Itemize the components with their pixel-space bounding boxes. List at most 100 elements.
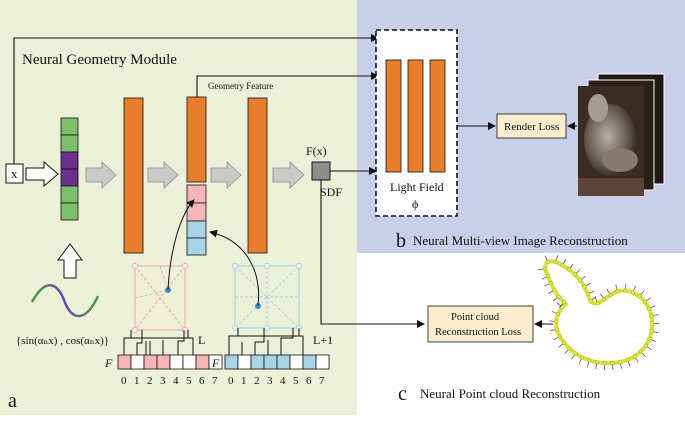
grid-l1-to-features-arrow: [209, 229, 260, 307]
light-field-layer-2: [407, 59, 424, 173]
point-cloud-point: [595, 301, 600, 306]
hash-table-l-indices: 0 1 2 3 4 5 6 7: [121, 375, 218, 387]
point-cloud-point: [572, 272, 578, 277]
svg-text:1: 1: [241, 375, 247, 387]
level-l-bracket: [123, 330, 194, 355]
point-cloud-point: [637, 294, 642, 299]
hash-table-l1: [224, 354, 330, 370]
point-cloud-point: [545, 260, 550, 265]
point-cloud-point: [649, 329, 654, 334]
point-cloud-point: [580, 355, 585, 360]
svg-text:5: 5: [186, 375, 192, 387]
point-cloud-point: [587, 358, 592, 363]
point-cloud-point: [649, 313, 654, 318]
point-cloud-point: [573, 351, 578, 356]
pointcloud-loss-line1: Point cloud: [451, 312, 500, 323]
point-cloud-point: [554, 319, 559, 324]
point-cloud-point: [643, 343, 648, 348]
svg-text:0: 0: [228, 375, 234, 387]
pointcloud-bunny: [538, 255, 660, 371]
svg-text:2: 2: [147, 375, 153, 387]
level-l1-label: L+1: [313, 333, 333, 347]
encoding-block-arrow: [25, 160, 59, 188]
svg-text:4: 4: [280, 375, 286, 387]
svg-text:5: 5: [293, 375, 299, 387]
point-cloud-point: [588, 298, 593, 304]
panel-a-letter: a: [8, 390, 17, 412]
svg-text:3: 3: [267, 375, 273, 387]
point-cloud-point: [554, 327, 559, 332]
point-cloud-point: [543, 266, 548, 271]
light-field-layer-1: [385, 59, 402, 173]
sdf-label: SDF: [320, 185, 342, 199]
light-field-layer-3: [429, 59, 446, 173]
panel-c-title: Neural Point cloud Reconstruction: [420, 386, 601, 401]
point-cloud-point: [560, 305, 565, 310]
point-cloud-point: [548, 281, 554, 286]
pointcloud-loss-line2: Reconstruction Loss: [435, 327, 521, 338]
geometry-feature-arrow: [196, 72, 379, 97]
point-cloud-point: [562, 340, 567, 345]
svg-text:6: 6: [199, 375, 205, 387]
point-cloud-point: [552, 288, 557, 293]
mlp-layer-3: [247, 97, 268, 254]
point-cloud-point: [557, 334, 562, 339]
sdf-value-label: F(x): [306, 144, 327, 158]
multiview-images: [578, 73, 665, 196]
geometry-feature-label: Geometry Feature: [208, 81, 273, 91]
point-cloud-point: [647, 336, 652, 341]
encoding-formula: {sin(αₙx) , cos(αₙx)}: [16, 335, 109, 347]
point-cloud-point: [630, 290, 635, 295]
svg-text:3: 3: [160, 375, 166, 387]
point-cloud-point: [602, 361, 607, 366]
sine-wave-icon: [30, 284, 100, 318]
point-cloud-point: [608, 292, 613, 297]
point-cloud-point: [567, 346, 572, 351]
svg-text:0: 0: [121, 375, 127, 387]
layer-flow-arrows: [85, 161, 305, 189]
point-cloud-point: [602, 297, 607, 302]
grid-level-l: [132, 263, 188, 333]
pointcloud-loss-box: [427, 305, 534, 343]
mlp-layer-1: [123, 97, 144, 254]
point-cloud-point: [642, 299, 647, 304]
svg-text:6: 6: [306, 375, 312, 387]
point-cloud-point: [623, 288, 628, 293]
point-cloud-point: [578, 278, 583, 283]
light-field-symbol: ϕ: [412, 197, 418, 211]
grid-level-l1: [232, 263, 302, 331]
render-loss-label: Render Loss: [504, 121, 559, 133]
sdf-to-pointcloud-arrow: [320, 180, 425, 328]
point-cloud-point: [625, 357, 630, 362]
point-cloud-point: [650, 321, 655, 326]
point-cloud-point: [561, 300, 567, 305]
grid-feature-cells: [186, 184, 207, 256]
svg-text:1: 1: [134, 375, 140, 387]
panel-b-title: Neural Multi-view Image Reconstruction: [413, 233, 628, 248]
sdf-output-box: [311, 161, 331, 181]
hash-table-l1-symbol: F: [211, 356, 220, 370]
mlp-layer-2: [186, 96, 207, 183]
point-cloud-point: [615, 289, 620, 294]
svg-text:4: 4: [173, 375, 179, 387]
level-l1-bracket: [228, 328, 304, 355]
render-loss-box: [496, 113, 567, 139]
point-cloud-point: [632, 354, 637, 359]
grid-l-to-features-arrow: [167, 199, 195, 291]
point-cloud-point: [618, 359, 623, 365]
input-x-label: x: [11, 166, 18, 181]
skip-connection-arrow: [13, 34, 379, 164]
panel-c-letter: c: [398, 383, 407, 405]
svg-text:7: 7: [212, 375, 218, 387]
point-cloud-point: [582, 284, 587, 289]
point-cloud-point: [594, 360, 600, 365]
panel-a-title: Neural Geometry Module: [22, 52, 177, 68]
point-cloud-point: [560, 263, 565, 268]
light-field-label: Light Field: [390, 180, 444, 194]
point-cloud-point: [567, 267, 572, 272]
point-cloud-point: [545, 273, 551, 279]
svg-text:2: 2: [254, 375, 260, 387]
point-cloud-point: [585, 291, 590, 296]
positional-encoding-vector: [60, 117, 79, 221]
